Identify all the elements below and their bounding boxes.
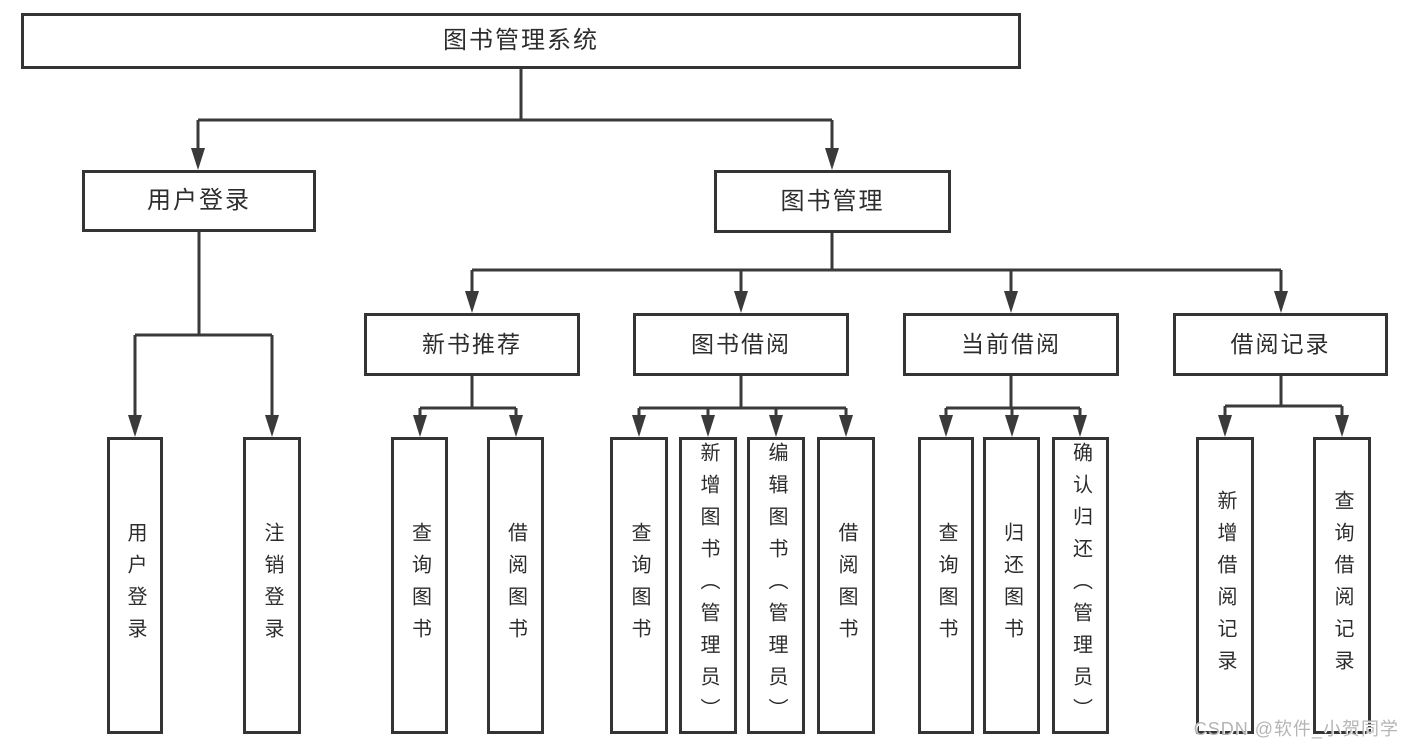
- leaf-confirm-return-admin-label: 确认归还（管理员）: [1069, 441, 1092, 730]
- node-book-management-label: 图书管理: [780, 187, 885, 215]
- leaf-logout: 注销登录: [243, 437, 301, 734]
- node-library-management-system: 图书管理系统: [21, 13, 1021, 69]
- leaf-borrow-books-label: 借阅图书: [835, 521, 857, 650]
- leaf-add-borrow-record: 新增借阅记录: [1196, 437, 1254, 734]
- leaf-add-book-admin: 新增图书（管理员）: [679, 437, 737, 734]
- leaf-logout-label: 注销登录: [261, 521, 283, 650]
- leaf-query-books-current-label: 查询图书: [935, 521, 957, 650]
- leaf-add-borrow-record-label: 新增借阅记录: [1214, 489, 1236, 682]
- leaf-query-books-recommend: 查询图书: [391, 437, 448, 734]
- leaf-borrow-books: 借阅图书: [817, 437, 875, 734]
- node-book-management: 图书管理: [714, 170, 951, 233]
- node-borrow-records-label: 借阅记录: [1230, 331, 1331, 357]
- leaf-query-books-borrow: 查询图书: [610, 437, 668, 734]
- node-book-borrow: 图书借阅: [633, 313, 849, 376]
- leaf-return-book-label: 归还图书: [1000, 521, 1023, 650]
- leaf-add-book-admin-label: 新增图书（管理员）: [697, 441, 719, 730]
- leaf-edit-book-admin: 编辑图书（管理员）: [747, 437, 805, 734]
- csdn-watermark: CSDN @软件_小贺同学: [1193, 719, 1399, 739]
- node-borrow-records: 借阅记录: [1173, 313, 1388, 376]
- leaf-user-login: 用户登录: [107, 437, 163, 734]
- node-new-book-recommend-label: 新书推荐: [422, 331, 522, 357]
- leaf-user-login-label: 用户登录: [124, 521, 146, 650]
- leaf-query-books-recommend-label: 查询图书: [408, 521, 431, 650]
- leaf-query-books-current: 查询图书: [918, 437, 974, 734]
- node-current-borrow: 当前借阅: [903, 313, 1119, 376]
- leaf-query-borrow-record: 查询借阅记录: [1313, 437, 1371, 734]
- node-library-management-system-label: 图书管理系统: [443, 27, 599, 54]
- leaf-query-books-borrow-label: 查询图书: [628, 521, 650, 650]
- leaf-query-borrow-record-label: 查询借阅记录: [1331, 489, 1353, 682]
- leaf-return-book: 归还图书: [983, 437, 1040, 734]
- node-current-borrow-label: 当前借阅: [961, 331, 1061, 357]
- leaf-confirm-return-admin: 确认归还（管理员）: [1052, 437, 1109, 734]
- node-user-login: 用户登录: [82, 170, 316, 232]
- leaf-borrow-books-recommend-label: 借阅图书: [504, 521, 527, 650]
- node-book-borrow-label: 图书借阅: [691, 331, 791, 357]
- node-user-login-label: 用户登录: [147, 187, 251, 214]
- leaf-borrow-books-recommend: 借阅图书: [487, 437, 544, 734]
- node-new-book-recommend: 新书推荐: [364, 313, 580, 376]
- leaf-edit-book-admin-label: 编辑图书（管理员）: [765, 441, 787, 730]
